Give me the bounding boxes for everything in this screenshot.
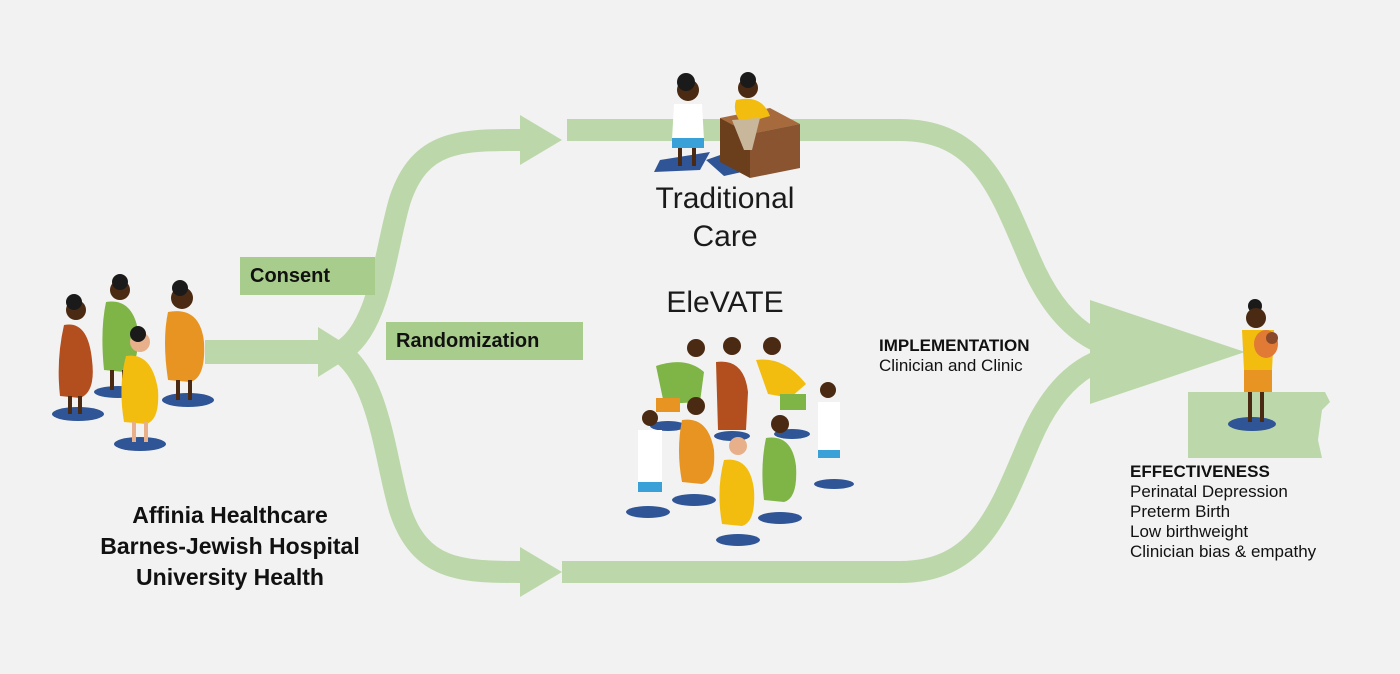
upper-branch-arrowhead	[520, 115, 562, 165]
effectiveness-item: Preterm Birth	[1130, 502, 1231, 521]
implementation-heading: IMPLEMENTATION	[879, 336, 1030, 355]
effectiveness-heading: EFFECTIVENESS	[1130, 462, 1270, 481]
lower-branch-path	[333, 342, 521, 583]
entry-arrow	[205, 327, 358, 377]
traditional-care-line1: Traditional	[655, 182, 795, 215]
effectiveness-item: Perinatal Depression	[1130, 482, 1288, 501]
traditional-care-icon	[654, 72, 800, 178]
elevate-group-icon	[626, 337, 854, 546]
lower-branch-arrowhead	[520, 547, 562, 597]
consent-text: Consent	[250, 264, 330, 287]
implementation-subtext: Clinician and Clinic	[879, 356, 1023, 375]
randomization-text: Randomization	[396, 329, 540, 352]
site-name: Barnes-Jewish Hospital	[100, 533, 360, 559]
randomization-label: Randomization	[386, 322, 583, 360]
sites-list: Affinia Healthcare Barnes-Jewish Hospita…	[75, 500, 385, 593]
patients-group-icon	[52, 274, 214, 451]
implementation-block: IMPLEMENTATION Clinician and Clinic	[879, 336, 1029, 376]
mother-with-baby-icon	[1228, 299, 1278, 431]
effectiveness-block: EFFECTIVENESS Perinatal Depression Prete…	[1130, 462, 1316, 562]
merge-arrowhead	[1090, 300, 1245, 404]
consent-label: Consent	[240, 257, 375, 295]
effectiveness-item: Low birthweight	[1130, 522, 1249, 541]
elevate-title: EleVATE	[666, 286, 784, 319]
upper-branch-path	[333, 129, 521, 362]
site-name: Affinia Healthcare	[132, 502, 328, 528]
site-name: University Health	[136, 564, 324, 590]
traditional-care-title: Traditional Care	[620, 180, 830, 256]
effectiveness-item: Clinician bias & empathy	[1130, 542, 1317, 561]
traditional-care-line2: Care	[692, 220, 758, 253]
